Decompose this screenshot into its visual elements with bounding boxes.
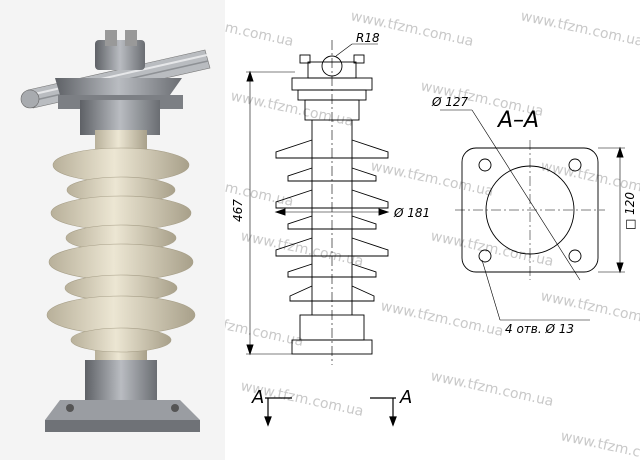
watermark-text: www.tfzm.com.ua (429, 368, 555, 410)
section-title: A–A (496, 108, 539, 133)
top-clamp (55, 30, 183, 135)
section-mark-right: A (399, 387, 412, 408)
watermark-text: www.tfzm.com.ua (519, 8, 640, 50)
watermark-text: www.tfzm.com.ua (429, 228, 555, 270)
porcelain-body (46, 130, 196, 370)
section-marks (264, 397, 397, 427)
watermark-text: www.tfzm.com.ua (229, 88, 355, 130)
base-flange (45, 360, 200, 432)
dim-holes-label: 4 отв. Ø 13 (505, 322, 574, 336)
section-mark-left: A (251, 387, 264, 408)
dim-square-label: □ 120 (623, 192, 637, 230)
dim-radius-label: R18 (356, 31, 380, 45)
insulator-photo (0, 0, 225, 460)
watermark-text: www.tfzm.com.ua (379, 298, 505, 340)
watermark-text: www.tfzm.com.ua (559, 428, 640, 460)
watermark-text: www.tfzm.com.ua (239, 228, 365, 270)
side-view (246, 40, 390, 365)
dim-bolt-circle-label: Ø 127 (431, 95, 469, 109)
section-view (440, 109, 625, 321)
dim-height-label: 467 (231, 199, 245, 222)
watermark-text: www.tfzm.com.ua (369, 158, 495, 200)
dim-diameter-label: Ø 181 (393, 206, 430, 220)
